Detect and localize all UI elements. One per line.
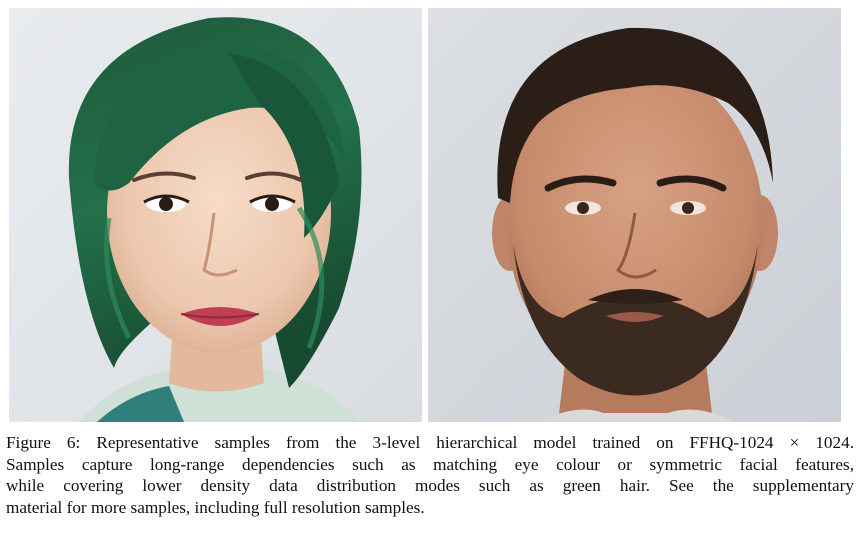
caption-line-3: while covering lower density data distri…	[6, 476, 854, 495]
caption-line-1: Figure 6: Representative samples from th…	[6, 433, 854, 452]
sample-image-woman-green-hair	[9, 8, 422, 422]
man-beard-illustration	[428, 8, 841, 422]
caption-line-4: material for more samples, including ful…	[6, 497, 425, 517]
figure-caption: Figure 6: Representative samples from th…	[6, 432, 854, 518]
sample-image-man-beard	[428, 8, 841, 422]
caption-line-2: Samples capture long-range dependencies …	[6, 454, 854, 474]
woman-green-hair-illustration	[9, 8, 422, 422]
